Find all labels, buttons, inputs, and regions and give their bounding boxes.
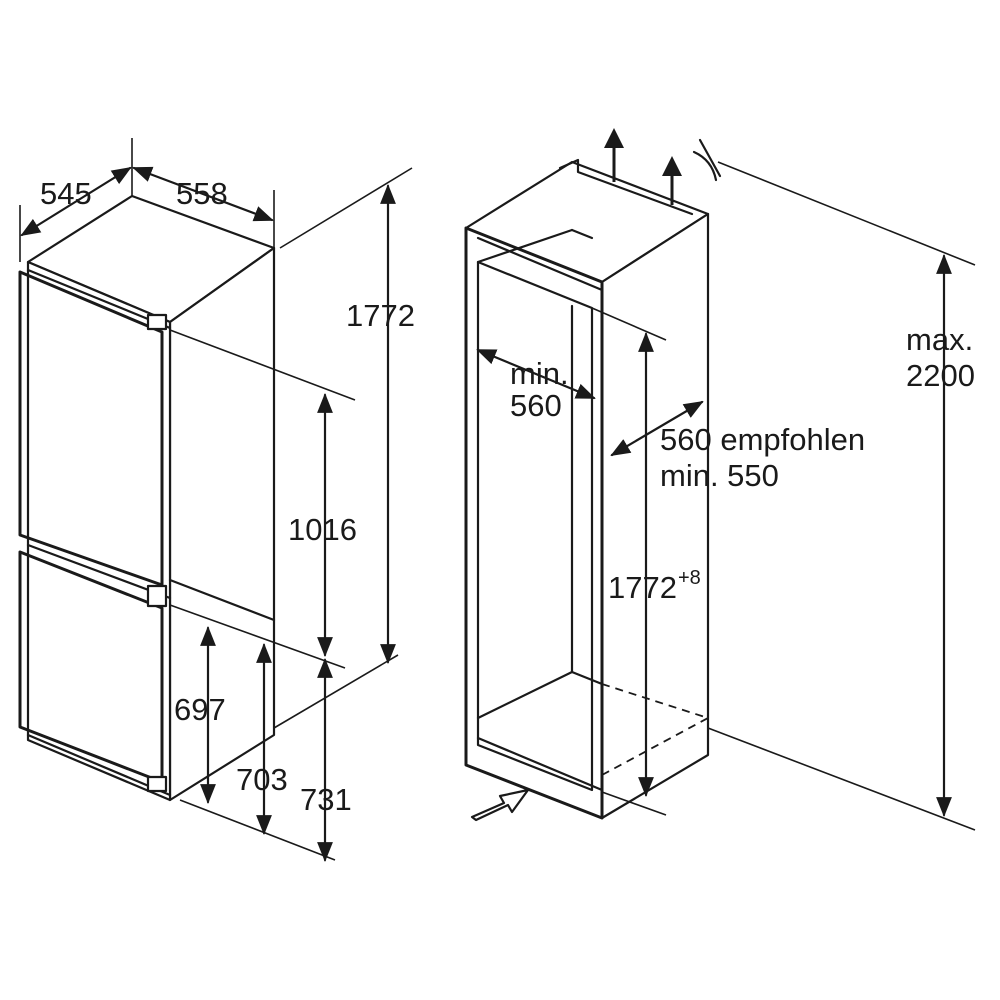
vent-arrow-icon <box>604 128 682 205</box>
label-558: 558 <box>176 176 228 211</box>
label-560: 560 <box>510 388 562 423</box>
niche-opening <box>476 260 594 792</box>
hinge-bottom <box>146 775 168 793</box>
label-tolerance: +8 <box>678 567 701 589</box>
label-min: min. <box>510 356 569 391</box>
label-545: 545 <box>40 176 92 211</box>
niche-drawing: min. 560 560 empfohlen min. 550 1772 +8 … <box>464 128 976 831</box>
label-depth-recommended: 560 empfohlen <box>660 422 865 457</box>
label-1772: 1772 <box>346 298 415 333</box>
appliance-drawing: 545 558 1772 1016 697 703 731 <box>18 138 415 862</box>
hinge-top <box>146 313 168 331</box>
label-max: max. <box>906 322 973 357</box>
dim-558 <box>132 166 274 222</box>
dim-min-560 <box>476 348 596 400</box>
hinge-middle <box>146 584 168 608</box>
label-2200: 2200 <box>906 358 975 393</box>
label-731: 731 <box>300 782 352 817</box>
niche-front-frame <box>464 226 604 820</box>
label-depth-min: min. 550 <box>660 458 779 493</box>
label-697: 697 <box>174 692 226 727</box>
dim-545 <box>20 166 132 237</box>
dim-depth <box>610 400 704 457</box>
appliance-front <box>26 260 172 802</box>
angle-symbol-icon <box>692 138 722 182</box>
label-niche-1772: 1772 <box>608 570 677 605</box>
air-intake-arrow-icon <box>470 788 530 822</box>
label-703: 703 <box>236 762 288 797</box>
label-1016: 1016 <box>288 512 357 547</box>
